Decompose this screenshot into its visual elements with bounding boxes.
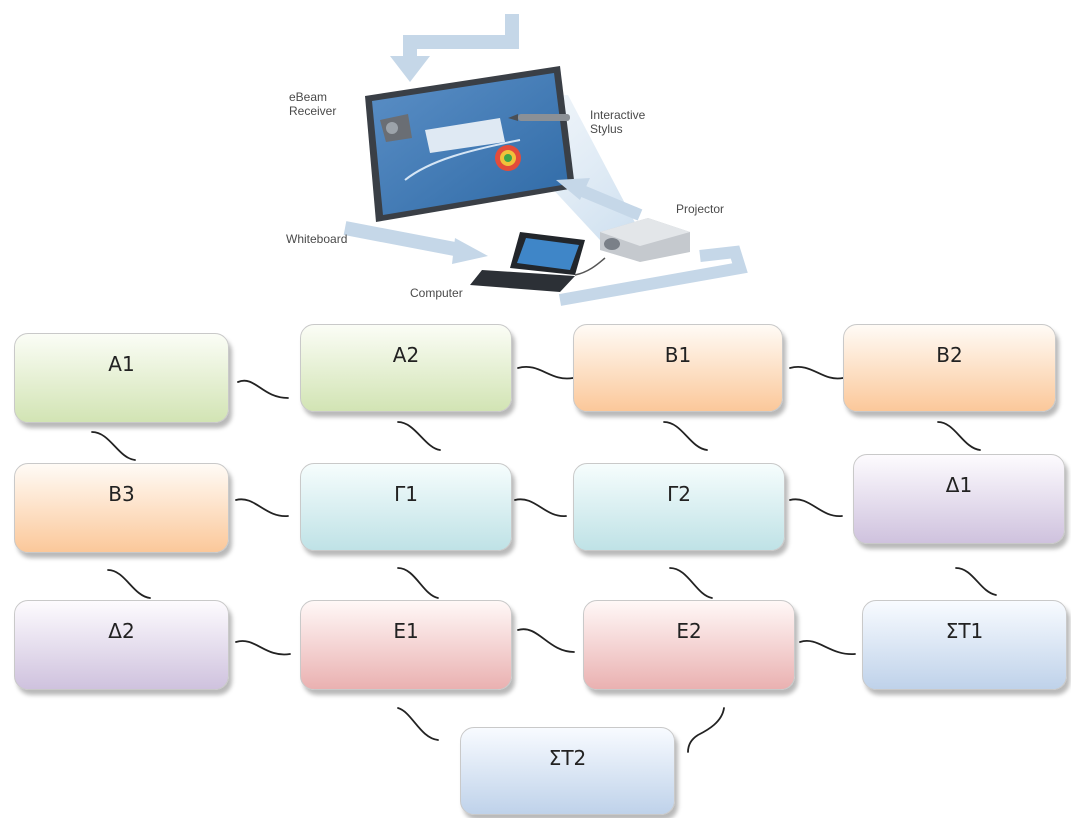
connector-a2-g1 [397,421,441,451]
box-a1: Α1 [14,333,229,423]
connector-g2-e2 [669,567,713,599]
box-b1: Β1 [573,324,783,412]
connector-b2-d1 [937,421,981,451]
box-st2: ΣΤ2 [460,727,675,815]
receiver-icon [380,114,412,142]
connector-b1-g2 [663,421,708,451]
connector-d1-st1 [955,567,997,596]
projector-icon [600,218,690,262]
ebeam-receiver-label: eBeam Receiver [289,90,337,118]
box-e2: Ε2 [583,600,795,690]
whiteboard-label: Whiteboard [286,232,348,246]
box-a2: Α2 [300,324,512,412]
box-b2: Β2 [843,324,1056,412]
connector-b3-d2 [107,569,151,599]
connector-g1-g2 [514,498,567,517]
laptop-icon [470,232,606,292]
connector-e2-st1 [799,639,856,655]
connector-g2-d1 [789,498,843,517]
box-st1: ΣΤ1 [862,600,1067,690]
box-d1: Δ1 [853,454,1065,544]
connector-b3-g1 [235,498,289,517]
box-g1: Γ1 [300,463,512,551]
connector-d2-e1 [235,640,291,656]
flow-arrow-computer [343,221,488,264]
interactive-stylus-label: Interactive Stylus [590,108,646,136]
flow-arrow-projector [556,178,748,306]
whiteboard-icon [365,66,575,222]
box-e1: Ε1 [300,600,512,690]
connector-e2-st2 [687,707,725,753]
connector-a1-b3 [91,431,136,461]
ebeam-setup-illustration [343,14,748,306]
box-d2: Δ2 [14,600,229,690]
connector-a2-b1 [517,365,574,380]
computer-label: Computer [410,286,463,300]
connector-e1-e2 [517,628,575,653]
box-g2: Γ2 [573,463,785,551]
connector-e1-st2 [397,707,439,741]
projector-label: Projector [676,202,725,216]
connector-b1-b2 [789,365,844,380]
connector-g1-e1 [397,567,439,599]
stylus-icon [508,114,570,121]
connector-a1-a2 [237,379,289,399]
flow-arrow-top [390,14,519,82]
box-b3: Β3 [14,463,229,553]
